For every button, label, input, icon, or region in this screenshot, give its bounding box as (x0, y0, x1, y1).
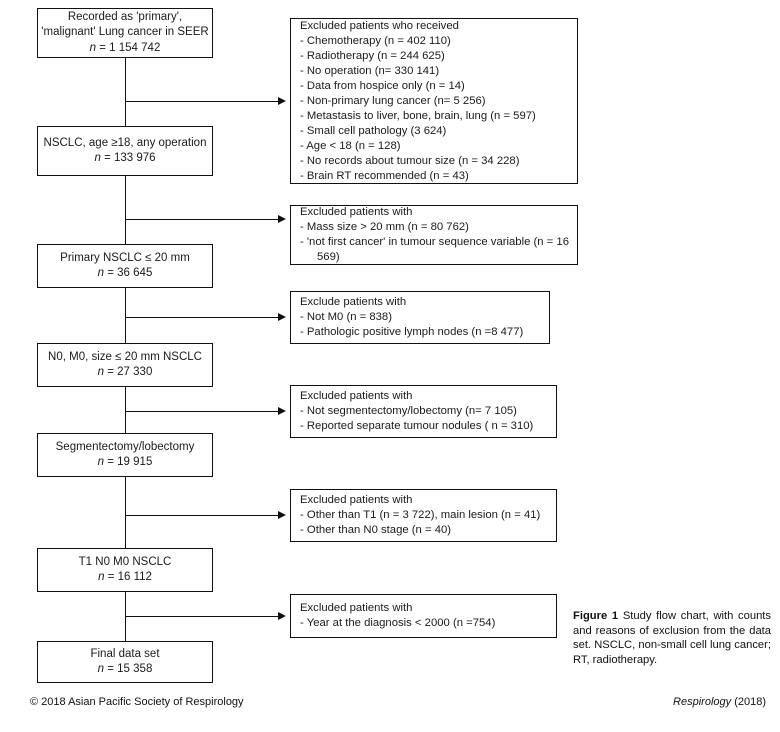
exclusion-heading: Excluded patients with (300, 206, 413, 218)
exclusion-item: - Mass size > 20 mm (n = 80 762) (300, 221, 469, 233)
n-value: = 19 915 (107, 456, 153, 468)
cohort-count: n = 19 915 (38, 455, 212, 471)
n-symbol: n (98, 571, 105, 583)
cohort-count: n = 27 330 (38, 365, 212, 381)
cohort-count: n = 15 358 (38, 662, 212, 678)
exclusion-heading: Excluded patients who received (300, 19, 459, 32)
footer-copyright: © 2018 Asian Pacific Society of Respirol… (30, 696, 244, 708)
exclusion-item: - Reported separate tumour nodules ( n =… (300, 420, 534, 432)
connector-horizontal-3 (125, 317, 280, 318)
cohort-box-seer: Recorded as 'primary', 'malignant' Lung … (37, 8, 213, 58)
exclusion-box-surgery-type: Excluded patients with - Not segmentecto… (290, 385, 557, 438)
exclusion-item: - Year at the diagnosis < 2000 (n =754) (300, 617, 496, 629)
connector-vertical-4 (125, 387, 126, 433)
connector-arrowhead-4 (278, 406, 286, 415)
n-value: = 16 112 (107, 571, 152, 583)
cohort-box-t1-n0-m0: T1 N0 M0 NSCLC n = 16 112 (37, 548, 213, 592)
cohort-label-line1: NSCLC, age ≥18, any operation (43, 136, 207, 149)
n-value: = 36 645 (107, 267, 153, 279)
exclusion-item: - No operation (n= 330 141) (300, 64, 440, 77)
connector-horizontal-6 (125, 616, 280, 617)
n-symbol: n (97, 663, 105, 675)
cohort-count: n = 1 154 742 (38, 41, 212, 57)
cohort-label-line1: T1 N0 M0 NSCLC (78, 555, 172, 568)
cohort-box-segmentectomy-lobectomy: Segmentectomy/lobectomy n = 19 915 (37, 433, 213, 477)
exclusion-heading: Exclude patients with (300, 296, 407, 308)
connector-horizontal-2 (125, 219, 280, 220)
cohort-label-line1: N0, M0, size ≤ 20 mm NSCLC (48, 350, 202, 363)
connector-horizontal-4 (125, 411, 280, 412)
n-symbol: n (97, 267, 105, 279)
connector-horizontal-5 (125, 515, 280, 516)
exclusion-item: - Other than T1 (n = 3 722), main lesion… (300, 509, 541, 521)
n-value: = 27 330 (107, 366, 153, 378)
n-symbol: n (94, 152, 101, 164)
exclusion-heading: Excluded patients with (300, 390, 413, 402)
connector-vertical-1 (125, 58, 126, 126)
cohort-label-line1: Primary NSCLC ≤ 20 mm (60, 251, 190, 264)
n-symbol: n (89, 41, 97, 54)
exclusion-item: - Pathologic positive lymph nodes (n =8 … (300, 326, 524, 338)
exclusion-box-t-n-stage: Excluded patients with - Other than T1 (… (290, 489, 557, 542)
exclusion-item: - Data from hospice only (n = 14) (300, 79, 465, 92)
cohort-label-line1: Recorded as 'primary', (67, 10, 183, 23)
connector-horizontal-1 (125, 101, 280, 102)
cohort-count: n = 16 112 (38, 570, 212, 586)
exclusion-heading: Excluded patients with (300, 602, 413, 614)
exclusion-box-treatment: Excluded patients who received - Chemoth… (290, 18, 578, 184)
exclusion-item: - Age < 18 (n = 128) (300, 139, 401, 152)
figure-caption-label: Figure 1 (573, 610, 619, 622)
connector-arrowhead-1 (278, 96, 286, 105)
cohort-count: n = 36 645 (38, 266, 212, 282)
cohort-label-line1: Segmentectomy/lobectomy (55, 440, 195, 453)
n-symbol: n (97, 366, 105, 378)
n-value: = 1 154 742 (99, 41, 161, 54)
footer-journal-year: (2018) (734, 696, 766, 708)
cohort-box-final-data-set: Final data set n = 15 358 (37, 641, 213, 683)
figure-caption: Figure 1 Study flow chart, with counts a… (573, 609, 771, 667)
connector-arrowhead-3 (278, 312, 286, 321)
exclusion-item: - Not segmentectomy/lobectomy (n= 7 105) (300, 405, 517, 417)
cohort-box-nsclc-operated: NSCLC, age ≥18, any operation n = 133 97… (37, 126, 213, 176)
cohort-count: n = 133 976 (38, 151, 212, 167)
exclusion-box-size-sequence: Excluded patients with - Mass size > 20 … (290, 205, 578, 265)
footer-journal-name: Respirology (673, 696, 732, 708)
exclusion-item: - 'not first cancer' in tumour sequence … (300, 236, 569, 263)
cohort-label-line1: Final data set (90, 647, 160, 660)
cohort-label-line2: 'malignant' Lung cancer in SEER (41, 26, 209, 39)
cohort-box-n0-m0-20mm: N0, M0, size ≤ 20 mm NSCLC n = 27 330 (37, 343, 213, 387)
exclusion-item: - Small cell pathology (3 624) (300, 124, 447, 137)
exclusion-item: - Not M0 (n = 838) (300, 311, 392, 323)
exclusion-item: - Metastasis to liver, bone, brain, lung… (300, 109, 536, 122)
exclusion-item: - Radiotherapy (n = 244 625) (300, 49, 445, 62)
connector-vertical-2 (125, 176, 126, 244)
n-symbol: n (97, 456, 105, 468)
connector-arrowhead-6 (278, 611, 286, 620)
exclusion-item: - Other than N0 stage (n = 40) (300, 524, 452, 536)
exclusion-item: - Non-primary lung cancer (n= 5 256) (300, 94, 486, 107)
connector-vertical-5 (125, 477, 126, 548)
connector-vertical-3 (125, 288, 126, 343)
connector-arrowhead-5 (278, 510, 286, 519)
footer-journal: Respirology (2018) (673, 696, 766, 708)
connector-arrowhead-2 (278, 214, 286, 223)
exclusion-item: - No records about tumour size (n = 34 2… (300, 154, 520, 167)
exclusion-heading: Excluded patients with (300, 494, 413, 506)
figure-caption-text: Study flow chart, with counts and reason… (573, 610, 772, 666)
exclusion-item: - Brain RT recommended (n = 43) (300, 169, 469, 182)
n-value: = 15 358 (107, 663, 153, 675)
exclusion-box-diagnosis-year: Excluded patients with - Year at the dia… (290, 594, 557, 638)
cohort-box-primary-20mm: Primary NSCLC ≤ 20 mm n = 36 645 (37, 244, 213, 288)
exclusion-box-stage-nodes: Exclude patients with - Not M0 (n = 838)… (290, 291, 550, 344)
exclusion-item: - Chemotherapy (n = 402 110) (300, 34, 451, 47)
n-value: = 133 976 (104, 152, 156, 164)
